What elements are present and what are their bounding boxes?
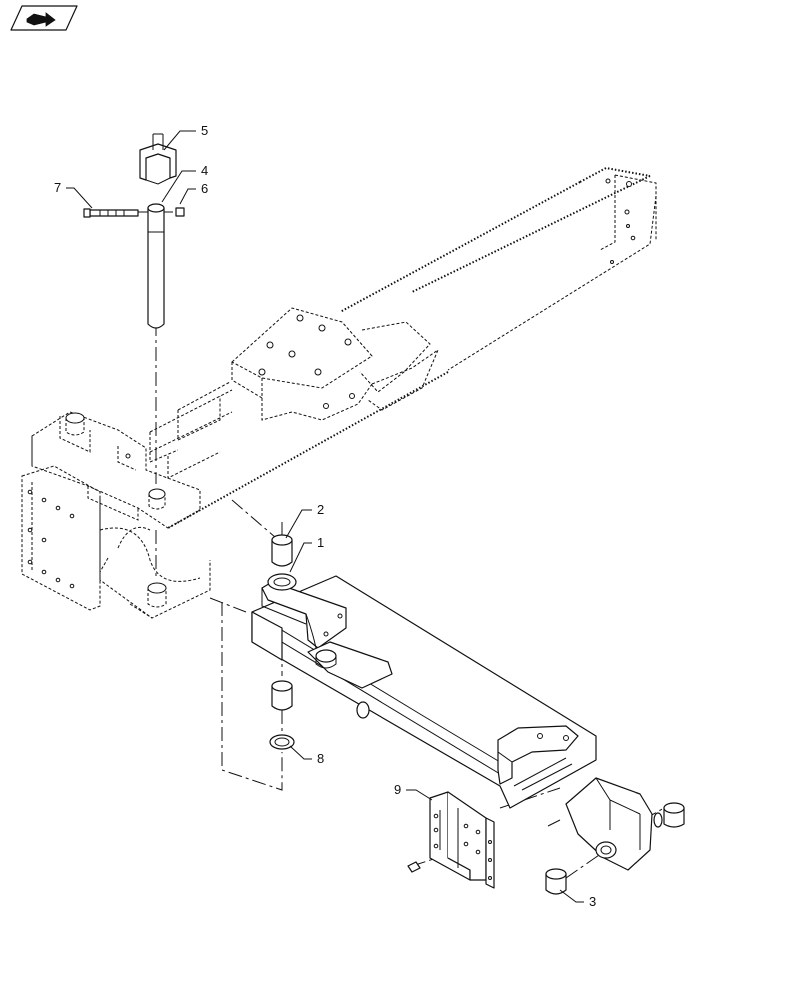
nut	[175, 207, 185, 217]
callout-9: 9	[394, 782, 401, 797]
mounting-bracket	[407, 791, 495, 889]
rear-bushing	[545, 868, 567, 895]
callout-7: 7	[54, 180, 61, 195]
callout-8: 8	[317, 751, 324, 766]
callout-2: 2	[317, 502, 324, 517]
book-arrow-icon[interactable]	[10, 5, 78, 31]
pivot-pin	[147, 203, 165, 329]
callout-leaders	[66, 130, 584, 903]
callout-6: 6	[201, 181, 208, 196]
callout-5: 5	[201, 123, 208, 138]
main-frame	[21, 166, 657, 619]
lower-bushing	[271, 680, 293, 711]
callout-4: 4	[201, 163, 208, 178]
callout-1: 1	[317, 535, 324, 550]
tongue-drawbar	[251, 573, 663, 871]
clevis-bracket	[139, 133, 177, 185]
washer	[269, 734, 295, 750]
bolt	[83, 208, 139, 218]
callout-3: 3	[589, 894, 596, 909]
yoke-bushing	[663, 802, 685, 828]
upper-bushing	[271, 534, 293, 567]
